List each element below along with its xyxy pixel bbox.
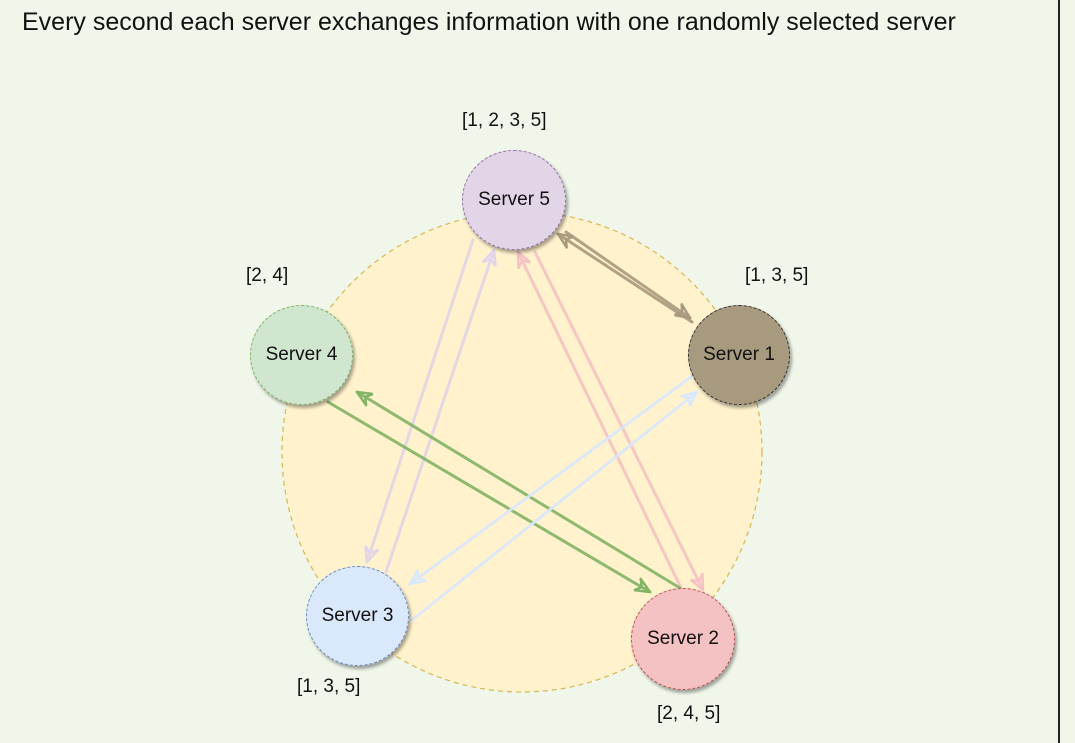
- server-4-label: Server 4: [265, 344, 338, 365]
- arrow-head: [355, 390, 374, 407]
- arrow-head: [516, 250, 532, 270]
- arrow-head: [633, 577, 652, 594]
- exchange-arrows: [326, 230, 705, 622]
- exchange-arrow-line: [556, 232, 694, 324]
- arrow-head: [408, 569, 427, 586]
- server-4-node: Server 4: [250, 305, 353, 405]
- server-3-label: Server 3: [321, 605, 394, 626]
- arrow-head: [689, 572, 705, 592]
- exchange-arrow-line: [355, 390, 682, 590]
- server-4-set: [2, 4]: [246, 265, 289, 286]
- network-circle: [281, 211, 763, 693]
- frame-border: [1058, 0, 1060, 743]
- server-5-set: [1, 2, 3, 5]: [462, 110, 547, 131]
- exchange-arrow-line: [408, 372, 697, 586]
- server-2-node: Server 2: [631, 588, 735, 690]
- exchange-arrow-line: [564, 230, 692, 320]
- server-5-node: Server 5: [462, 150, 566, 250]
- exchange-arrow-line: [384, 248, 496, 574]
- server-2-set: [2, 4, 5]: [657, 703, 721, 724]
- exchange-arrow-line: [516, 250, 685, 594]
- arrow-head: [556, 232, 575, 249]
- arrow-head: [364, 545, 380, 564]
- diagram-title: Every second each server exchanges infor…: [22, 8, 956, 36]
- exchange-arrow-line: [410, 390, 699, 622]
- server-3-node: Server 3: [306, 566, 409, 666]
- server-1-set: [1, 3, 5]: [745, 265, 809, 286]
- arrow-head: [680, 390, 699, 407]
- server-1-node: Server 1: [688, 305, 790, 405]
- server-3-set: [1, 3, 5]: [297, 676, 361, 697]
- exchange-arrow-line: [365, 238, 475, 564]
- server-1-label: Server 1: [703, 344, 775, 365]
- exchange-arrow-line: [533, 250, 705, 592]
- exchange-arrow-line: [326, 400, 652, 594]
- server-2-label: Server 2: [647, 628, 719, 649]
- arrow-head: [481, 248, 497, 267]
- server-5-label: Server 5: [478, 189, 550, 210]
